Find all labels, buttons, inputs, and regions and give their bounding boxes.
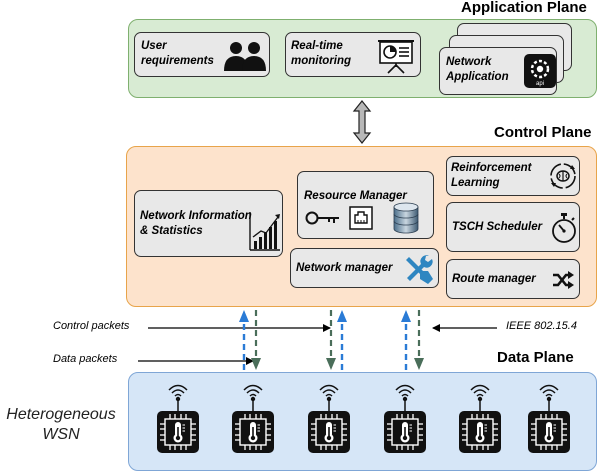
application-plane-title: Application Plane (461, 0, 587, 16)
realtime-label-1: Real-time (291, 40, 343, 52)
realtime-label-2: monitoring (291, 55, 352, 67)
thermometer-icon (475, 422, 487, 443)
sensor-node (308, 384, 350, 453)
rl-label-1: Reinforcement (451, 162, 532, 174)
api-badge-text: api (536, 81, 544, 87)
network-manager-label: Network manager (296, 262, 393, 274)
wsn-label-2: WSN (42, 426, 80, 443)
control-packets-label: Control packets (53, 320, 130, 332)
antenna-wifi-icon (243, 384, 263, 397)
data-plane (128, 372, 597, 471)
sensor-node (157, 384, 199, 453)
presentation-board-icon (378, 40, 414, 74)
data-plane-title: Data Plane (497, 349, 574, 366)
sensor-node (459, 384, 501, 453)
tsch-scheduler-box: TSCH Scheduler (446, 202, 580, 252)
statistics-chart-icon (249, 212, 280, 251)
net-info-label-1: Network Information (140, 210, 252, 222)
antenna-wifi-icon (539, 384, 559, 397)
network-information-box: Network Information & Statistics (134, 190, 283, 257)
thermometer-icon (324, 422, 336, 443)
heterogeneous-wsn-label: Heterogeneous WSN (6, 405, 116, 445)
shuffle-icon (553, 271, 574, 289)
stopwatch-icon (552, 213, 576, 243)
thermometer-icon (544, 422, 556, 443)
data-packets-label: Data packets (53, 353, 118, 365)
control-plane-title: Control Plane (494, 124, 592, 141)
antenna-wifi-icon (168, 384, 188, 397)
user-requirements-label-2: requirements (141, 55, 214, 67)
app-control-bidirectional-arrow (352, 100, 372, 144)
antenna-wifi-icon (395, 384, 415, 397)
ethernet-port-icon (349, 206, 373, 230)
wsn-label-1: Heterogeneous (6, 406, 116, 423)
sensor-node (232, 384, 274, 453)
sensor-node (528, 384, 570, 453)
api-gear-icon: api (524, 54, 556, 88)
rl-label-2: Learning (451, 177, 500, 189)
resource-manager-box: Resource Manager (297, 171, 434, 239)
network-manager-box: Network manager (290, 248, 439, 288)
wrench-screwdriver-icon (406, 255, 433, 284)
key-icon (305, 211, 339, 225)
brain-cycle-icon (550, 163, 576, 189)
thermometer-icon (173, 422, 185, 443)
sensor-node (384, 384, 426, 453)
realtime-monitoring-box: Real-time monitoring (285, 32, 421, 77)
users-icon (224, 42, 266, 71)
tsch-scheduler-label: TSCH Scheduler (452, 221, 543, 233)
ieee-label: IEEE 802.15.4 (506, 320, 577, 332)
database-icon (393, 202, 419, 234)
thermometer-icon (248, 422, 260, 443)
antenna-wifi-icon (470, 384, 490, 397)
network-application-box: Network Application api (439, 47, 557, 95)
route-manager-label: Route manager (452, 273, 536, 285)
antenna-wifi-icon (319, 384, 339, 397)
resource-manager-label: Resource Manager (304, 190, 407, 202)
thermometer-icon (400, 422, 412, 443)
route-manager-box: Route manager (446, 259, 580, 299)
network-app-label-2: Application (446, 71, 509, 83)
user-requirements-label-1: User (141, 40, 167, 52)
net-info-label-2: & Statistics (140, 225, 203, 237)
reinforcement-learning-box: Reinforcement Learning (446, 156, 580, 196)
user-requirements-box: User requirements (134, 32, 270, 77)
network-app-label-1: Network (446, 56, 492, 68)
